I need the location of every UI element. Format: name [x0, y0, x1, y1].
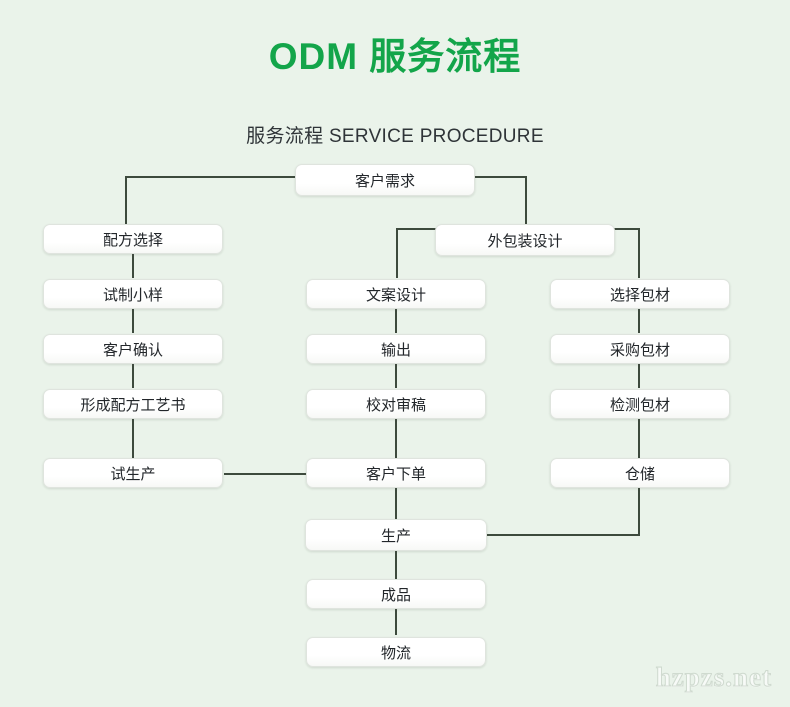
connector-right-1 [638, 307, 640, 333]
node-copywriting-design[interactable]: 文案设计 [306, 279, 486, 309]
node-finished-product[interactable]: 成品 [306, 579, 486, 609]
node-customer-confirmation[interactable]: 客户确认 [43, 334, 223, 364]
connector-pkg-to-middle-bus [396, 228, 444, 230]
connector-production-to-finished [395, 551, 397, 579]
connector-root-to-left-bus [125, 176, 295, 178]
connector-left-1 [132, 252, 134, 278]
connector-root-to-right-bus [467, 176, 527, 178]
node-formula-process-document[interactable]: 形成配方工艺书 [43, 389, 223, 419]
node-logistics[interactable]: 物流 [306, 637, 486, 667]
connector-right-col-bus-down [638, 228, 640, 278]
connector-storage-down [638, 487, 640, 535]
connector-right-2 [638, 362, 640, 388]
connector-left-bus-down [125, 176, 127, 228]
connector-middle-bus-down [396, 228, 398, 278]
node-proofreading-review[interactable]: 校对审稿 [306, 389, 486, 419]
page-title: ODM 服务流程 [268, 36, 522, 77]
connector-middle-3 [395, 417, 397, 460]
node-customer-requirement[interactable]: 客户需求 [295, 164, 475, 196]
connector-finished-to-logistics [395, 609, 397, 635]
connector-middle-1 [395, 307, 397, 333]
connector-left-4 [132, 417, 134, 460]
connector-right-3 [638, 417, 640, 460]
node-customer-order[interactable]: 客户下单 [306, 458, 486, 488]
connector-pkg-to-right-bus [603, 228, 640, 230]
node-production[interactable]: 生产 [305, 519, 487, 551]
connector-order-to-production [395, 487, 397, 519]
connector-middle-2 [395, 362, 397, 388]
site-watermark: hzpzs.net [655, 662, 772, 693]
connector-storage-to-production [487, 534, 640, 536]
connector-left-2 [132, 307, 134, 333]
node-purchase-packaging-material[interactable]: 采购包材 [550, 334, 730, 364]
connector-left-3 [132, 362, 134, 388]
node-storage[interactable]: 仓储 [550, 458, 730, 488]
node-select-packaging-material[interactable]: 选择包材 [550, 279, 730, 309]
connector-right-bus-down [525, 176, 527, 228]
node-packaging-design[interactable]: 外包装设计 [435, 224, 615, 256]
node-trial-production[interactable]: 试生产 [43, 458, 223, 488]
node-output[interactable]: 输出 [306, 334, 486, 364]
connector-trial-to-order [224, 473, 308, 475]
page-subtitle: 服务流程 SERVICE PROCEDURE [246, 126, 544, 147]
node-trial-sample[interactable]: 试制小样 [43, 279, 223, 309]
node-inspect-packaging-material[interactable]: 检测包材 [550, 389, 730, 419]
node-formula-selection[interactable]: 配方选择 [43, 224, 223, 254]
